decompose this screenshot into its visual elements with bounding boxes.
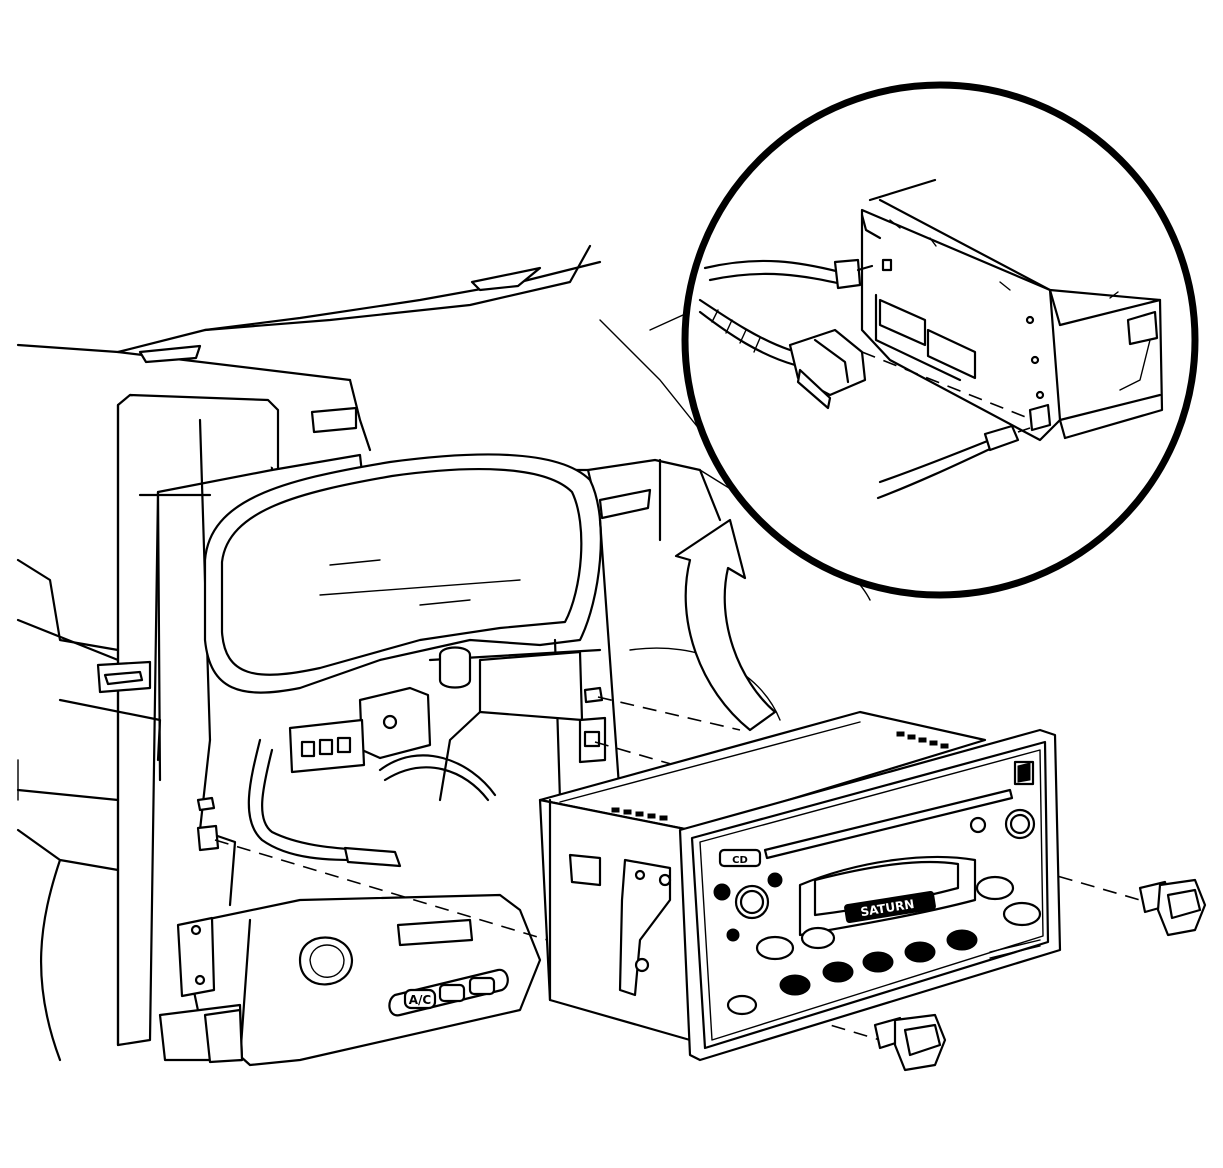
instrument-panel: A/C [16, 244, 871, 1067]
radio-assembly: CD SATURN [538, 710, 1062, 1062]
chassis-vent-slots [611, 731, 949, 821]
detail-arrow [674, 518, 777, 732]
mounting-screw-lower [873, 1013, 947, 1072]
source-label: CD [732, 855, 748, 866]
ac-button-label: A/C [409, 993, 432, 1007]
detail-view-circle [681, 81, 1199, 599]
mounting-screw-upper [1138, 878, 1207, 937]
